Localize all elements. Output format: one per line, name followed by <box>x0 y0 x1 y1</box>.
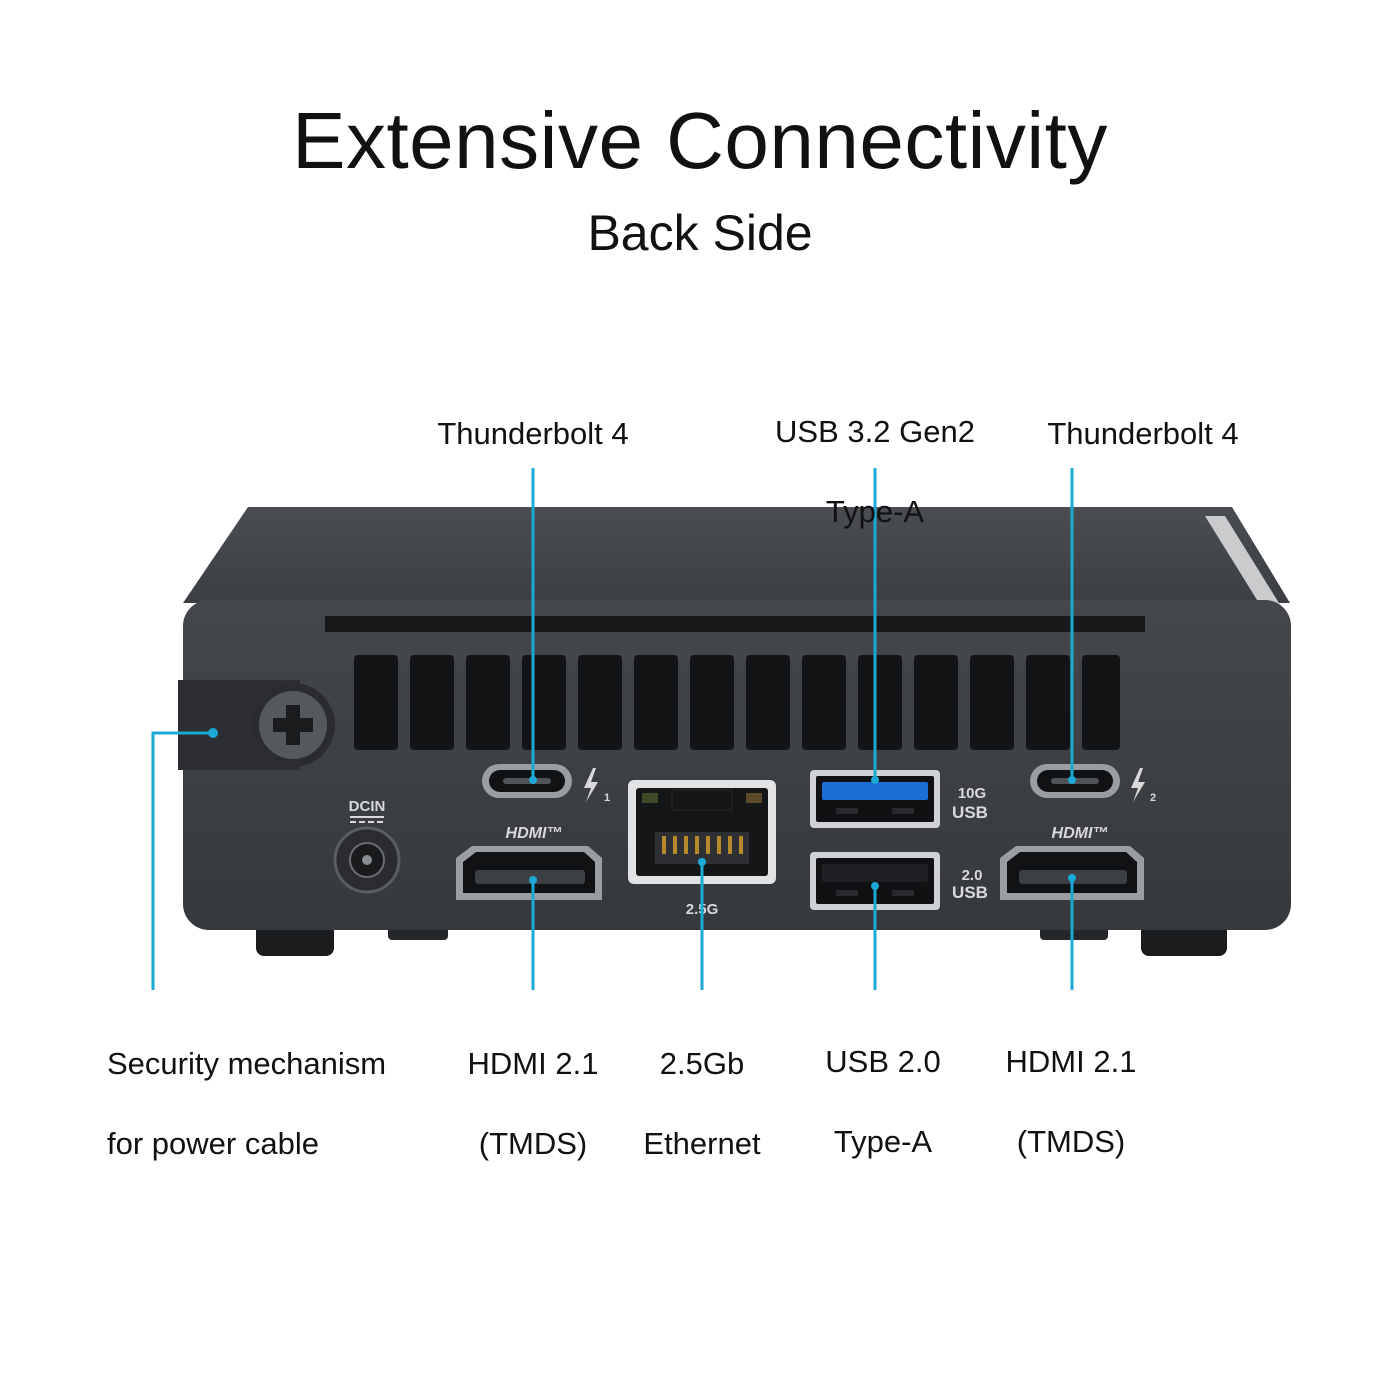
label-security-line2: for power cable <box>107 1126 319 1161</box>
label-hdmi-right-line1: HDMI 2.1 <box>1005 1044 1137 1079</box>
label-ethernet-line2: Ethernet <box>643 1126 761 1161</box>
hdmi-port-left: HDMI™ <box>456 825 602 900</box>
svg-text:USB: USB <box>952 883 988 902</box>
leader-lines <box>151 468 1076 990</box>
label-hdmi-right-line2: (TMDS) <box>1016 1124 1126 1159</box>
label-thunderbolt-right: Thunderbolt 4 <box>1047 416 1239 451</box>
svg-text:2: 2 <box>1150 792 1156 804</box>
svg-text:HDMI™: HDMI™ <box>1052 825 1109 842</box>
dc-power-icon: DCIN <box>333 798 401 894</box>
vent-grille <box>354 655 1120 750</box>
chassis-top <box>183 507 1290 603</box>
label-hdmi-left: HDMI 2.1 (TMDS) <box>450 1004 616 1204</box>
label-ethernet: 2.5Gb Ethernet <box>622 1004 782 1204</box>
thunderbolt-icon: 2 <box>1131 768 1156 804</box>
security-screw-icon <box>178 680 335 770</box>
svg-text:10G: 10G <box>958 785 986 802</box>
svg-text:1: 1 <box>604 792 610 804</box>
label-hdmi-right: HDMI 2.1 (TMDS) <box>988 1002 1154 1202</box>
label-usb20: USB 2.0 Type-A <box>800 1002 966 1202</box>
label-usb20-line2: Type-A <box>833 1124 933 1159</box>
page-title: Extensive Connectivity <box>292 96 1108 185</box>
ethernet-port: 2.5G <box>628 780 776 918</box>
label-usb20-line1: USB 2.0 <box>825 1044 941 1079</box>
hdmi-port-right: HDMI™ <box>1000 825 1144 900</box>
label-security: Security mechanism for power cable <box>107 1004 437 1204</box>
svg-text:USB: USB <box>952 803 988 822</box>
thunderbolt-icon: 1 <box>584 768 610 804</box>
usb20-port: 2.0 USB <box>810 852 988 910</box>
label-thunderbolt-left: Thunderbolt 4 <box>437 416 629 451</box>
svg-text:DCIN: DCIN <box>349 798 386 815</box>
label-usb32: USB 3.2 Gen2 Type-A <box>740 372 1010 572</box>
thunderbolt-port-left: 1 <box>482 764 610 804</box>
page-subtitle: Back Side <box>587 205 813 261</box>
svg-text:HDMI™: HDMI™ <box>506 825 563 842</box>
label-hdmi-left-line2: (TMDS) <box>478 1126 588 1161</box>
label-security-line1: Security mechanism <box>107 1046 387 1081</box>
label-hdmi-left-line1: HDMI 2.1 <box>467 1046 599 1081</box>
label-usb32-line2: Type-A <box>825 494 925 529</box>
label-usb32-line1: USB 3.2 Gen2 <box>775 414 975 449</box>
label-ethernet-line1: 2.5Gb <box>659 1046 745 1081</box>
usb32-port: 10G USB <box>810 770 988 828</box>
svg-text:2.0: 2.0 <box>962 867 983 884</box>
